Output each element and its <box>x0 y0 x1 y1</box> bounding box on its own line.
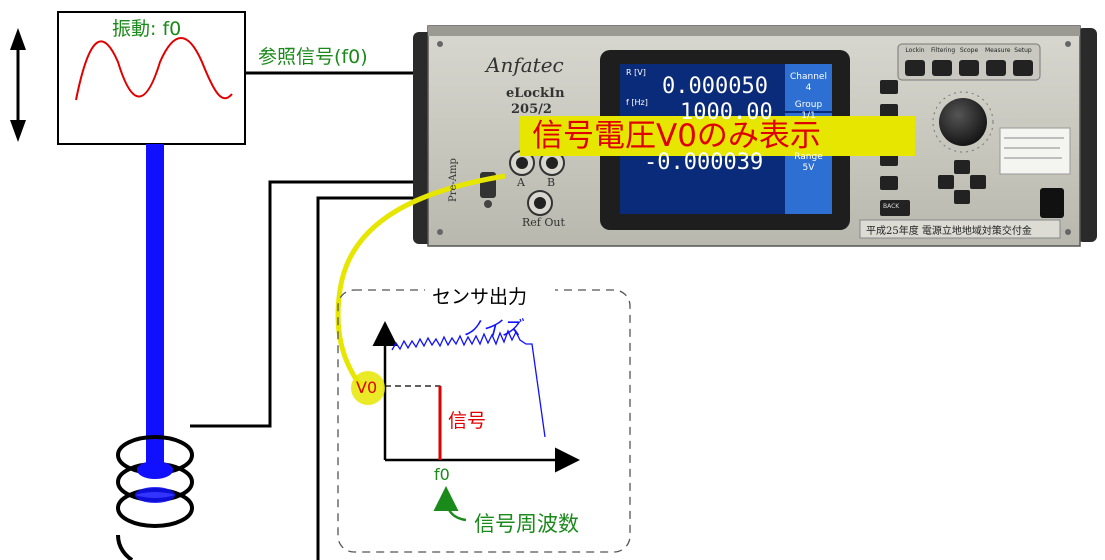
noise-label: ノイズ <box>462 316 522 340</box>
v0-dashed-level <box>385 385 441 460</box>
f0-label: f0 <box>434 465 450 484</box>
noise-spectrum <box>391 329 546 438</box>
input-a-label: A <box>517 176 525 189</box>
back-key-label: BACK <box>883 203 900 210</box>
channel-value: 4 <box>805 83 812 93</box>
display-row1-value: 0.000050 <box>662 74 768 99</box>
sensor-output-title: センサ出力 <box>432 286 528 308</box>
ref-out-label: Ref Out <box>522 216 565 229</box>
signal-label: 信号 <box>448 410 487 432</box>
display-range-button[interactable]: Range 5V <box>785 152 832 174</box>
model-name: eLockIn <box>506 86 565 101</box>
v0-label: V0 <box>356 378 378 397</box>
key-measure[interactable]: Measure <box>985 47 1011 54</box>
bottom-plate-text: 平成25年度 電源立地地域対策交付金 <box>866 226 1032 237</box>
signal-frequency-label: 信号周波数 <box>474 512 579 536</box>
sine-wave <box>75 37 233 101</box>
display-row2-value: 1000.00 <box>680 100 773 125</box>
callout-box <box>520 116 915 156</box>
group-label: Group <box>794 100 823 110</box>
bnc-ref-out <box>527 190 553 216</box>
v0-marker <box>351 371 385 405</box>
display-channel-button[interactable]: Channel 4 <box>785 72 832 94</box>
preamp-label: Pre-Amp <box>448 158 459 202</box>
key-lockin[interactable]: Lockin <box>905 47 925 54</box>
brand-logo: Anfatec <box>486 53 564 77</box>
vibration-label: 振動: f0 <box>112 18 182 40</box>
coil-wire-1 <box>190 180 418 428</box>
display-row4-value: -0.000039 <box>644 150 764 175</box>
display-group-button[interactable]: Group 1/1 <box>785 100 832 122</box>
display-row1-label: R [V] <box>626 68 646 77</box>
range-label: Range <box>794 152 823 162</box>
coil <box>116 435 194 560</box>
sensor-rod <box>146 144 164 476</box>
bnc-input-b <box>539 150 565 176</box>
display-row2-label: f [Hz] <box>626 98 648 107</box>
reference-signal-label: 参照信号(f0) <box>258 46 368 68</box>
group-value: 1/1 <box>801 111 816 121</box>
callout-text: 信号電圧V0のみ表示 <box>532 118 821 154</box>
key-setup[interactable]: Setup <box>1014 47 1032 54</box>
channel-label: Channel <box>790 72 827 82</box>
yellow-cable <box>335 173 506 387</box>
vibration-direction-arrow <box>10 28 26 142</box>
model-number: 205/2 <box>511 102 552 117</box>
coil-wire-3 <box>316 196 418 560</box>
key-scope[interactable]: Scope <box>959 47 979 54</box>
range-value: 5V <box>802 163 815 173</box>
freq-arrow <box>433 486 467 522</box>
input-b-label: B <box>547 176 556 189</box>
key-filtering[interactable]: Filtering <box>931 47 956 54</box>
